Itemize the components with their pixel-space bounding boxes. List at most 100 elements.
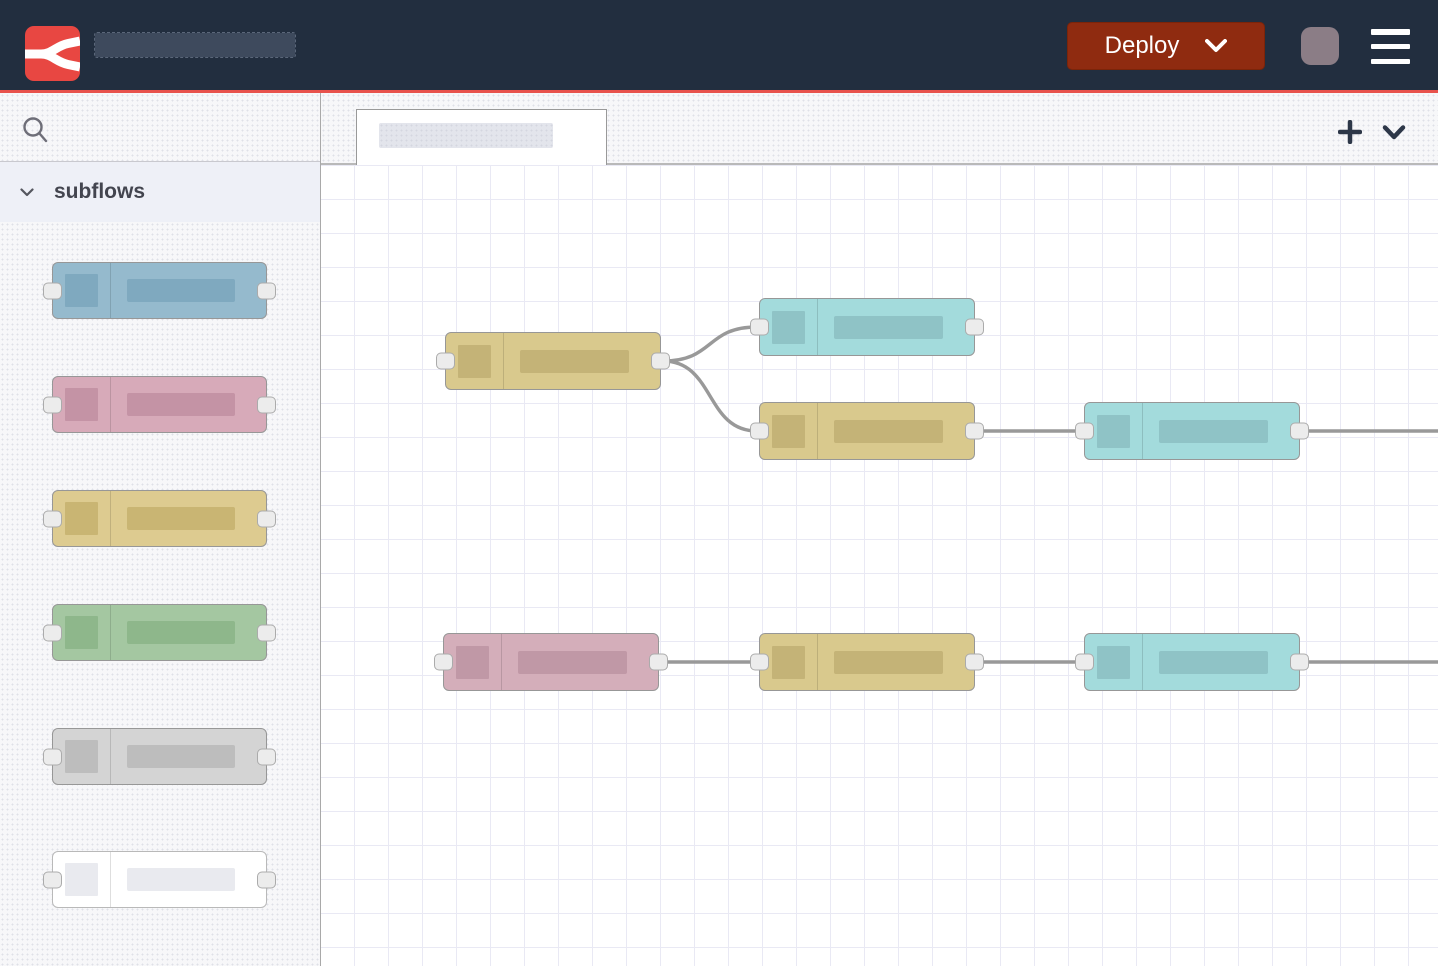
node-port-input[interactable]	[1075, 422, 1094, 440]
node-label-placeholder	[1159, 419, 1268, 443]
node-label-placeholder	[520, 349, 629, 373]
flow-node-teal[interactable]	[1075, 402, 1309, 460]
node-label-area	[1143, 403, 1299, 459]
node-port-output[interactable]	[257, 624, 276, 641]
node-port-output[interactable]	[257, 871, 276, 888]
palette-node-blue-node[interactable]	[43, 262, 276, 319]
node-icon	[772, 310, 805, 344]
node-label-area	[111, 605, 266, 660]
flow-node-teal[interactable]	[1075, 633, 1309, 691]
node-icon-section	[53, 605, 111, 660]
chevron-down-icon	[1205, 39, 1228, 52]
node-port-output[interactable]	[965, 318, 984, 336]
node-port-input[interactable]	[434, 653, 453, 671]
workspace	[321, 93, 1438, 966]
header-accent-line	[0, 90, 1438, 93]
node-icon-section	[760, 299, 818, 355]
deploy-button[interactable]: Deploy	[1067, 22, 1265, 70]
workspace-tabbar	[321, 93, 1438, 165]
node-icon-section	[446, 333, 504, 389]
node-port-input[interactable]	[750, 318, 769, 336]
node-label-placeholder	[127, 393, 235, 416]
hamburger-menu-icon[interactable]	[1371, 29, 1410, 64]
node-port-output[interactable]	[965, 653, 984, 671]
node-label-placeholder	[127, 279, 235, 302]
node-icon-section	[1085, 634, 1143, 690]
node-port-input[interactable]	[43, 396, 62, 413]
header-title-placeholder	[94, 32, 296, 58]
node-port-input[interactable]	[43, 871, 62, 888]
flow-canvas[interactable]	[321, 165, 1438, 966]
wire[interactable]	[661, 359, 759, 433]
node-label-area	[818, 299, 974, 355]
app-logo[interactable]	[25, 26, 80, 81]
node-port-input[interactable]	[43, 748, 62, 765]
node-port-output[interactable]	[257, 282, 276, 299]
subflows-section-label: subflows	[54, 180, 146, 203]
node-label-area	[111, 852, 266, 907]
flow-list-button[interactable]	[1379, 117, 1409, 147]
node-port-output[interactable]	[651, 352, 670, 370]
node-port-output[interactable]	[257, 748, 276, 765]
node-icon-section	[53, 377, 111, 432]
node-icon	[65, 616, 98, 649]
node-icon	[772, 414, 805, 448]
node-label-area	[818, 403, 974, 459]
node-port-input[interactable]	[436, 352, 455, 370]
node-port-input[interactable]	[1075, 653, 1094, 671]
plus-icon	[1338, 120, 1362, 144]
flow-node-teal[interactable]	[750, 298, 984, 356]
node-label-area	[111, 263, 266, 318]
node-label-placeholder	[127, 507, 235, 530]
palette-node-white-node[interactable]	[43, 851, 276, 908]
node-icon-section	[53, 852, 111, 907]
node-port-output[interactable]	[1290, 653, 1309, 671]
wire[interactable]	[661, 325, 759, 363]
node-label-placeholder	[127, 745, 235, 768]
node-icon-section	[53, 263, 111, 318]
node-label-placeholder	[518, 650, 627, 674]
subflows-section-header[interactable]: subflows	[0, 162, 320, 222]
node-icon	[65, 863, 98, 896]
flow-node-yellow[interactable]	[436, 332, 670, 390]
node-label-area	[818, 634, 974, 690]
node-port-output[interactable]	[965, 422, 984, 440]
node-icon-section	[53, 729, 111, 784]
node-icon	[65, 388, 98, 421]
node-icon	[65, 740, 98, 773]
node-port-output[interactable]	[257, 396, 276, 413]
node-port-input[interactable]	[43, 282, 62, 299]
flow-tab-active[interactable]	[356, 109, 607, 165]
node-port-input[interactable]	[750, 653, 769, 671]
flow-node-yellow[interactable]	[750, 633, 984, 691]
palette-node-pink-node[interactable]	[43, 376, 276, 433]
node-icon	[456, 645, 489, 679]
main-area: subflows	[0, 93, 1438, 966]
node-port-input[interactable]	[43, 624, 62, 641]
node-port-output[interactable]	[257, 510, 276, 527]
palette-node-gray-node[interactable]	[43, 728, 276, 785]
node-fork-logo-icon	[25, 36, 80, 72]
node-icon	[65, 274, 98, 307]
node-label-area	[502, 634, 658, 690]
flow-node-yellow[interactable]	[750, 402, 984, 460]
user-avatar[interactable]	[1301, 27, 1339, 65]
node-label-area	[1143, 634, 1299, 690]
node-label-area	[111, 377, 266, 432]
node-label-area	[111, 729, 266, 784]
node-port-input[interactable]	[750, 422, 769, 440]
node-icon	[65, 502, 98, 535]
add-flow-button[interactable]	[1335, 117, 1365, 147]
node-label-area	[111, 491, 266, 546]
palette-node-green-node[interactable]	[43, 604, 276, 661]
flow-node-pink[interactable]	[434, 633, 668, 691]
chevron-down-icon	[1382, 124, 1406, 139]
node-port-output[interactable]	[1290, 422, 1309, 440]
node-port-input[interactable]	[43, 510, 62, 527]
node-icon-section	[760, 634, 818, 690]
palette-search[interactable]	[0, 93, 320, 162]
node-icon	[772, 645, 805, 679]
palette-node-yellow-node[interactable]	[43, 490, 276, 547]
node-port-output[interactable]	[649, 653, 668, 671]
palette-node-list	[0, 222, 320, 966]
